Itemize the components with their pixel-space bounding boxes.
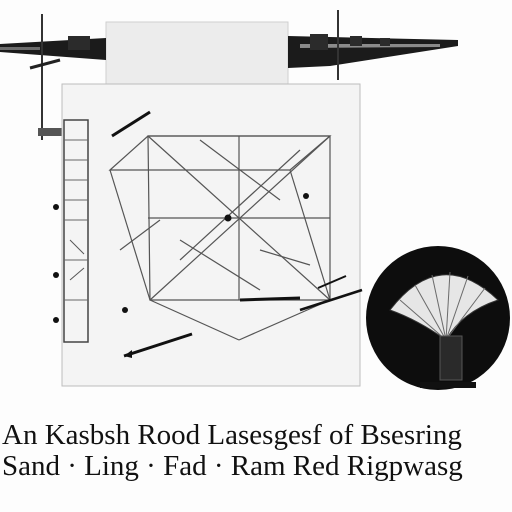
airplane-icon bbox=[0, 10, 458, 140]
caption-line-1: An Kasbsh Rood Lasesgesf of Bsesring bbox=[2, 419, 462, 451]
blueprint-icon bbox=[53, 83, 363, 387]
satellite-dish-icon bbox=[366, 246, 510, 390]
technical-illustration bbox=[0, 10, 510, 390]
caption-line-2: Sand · Ling · Fad · Ram Red Rigpwasg bbox=[2, 450, 463, 482]
